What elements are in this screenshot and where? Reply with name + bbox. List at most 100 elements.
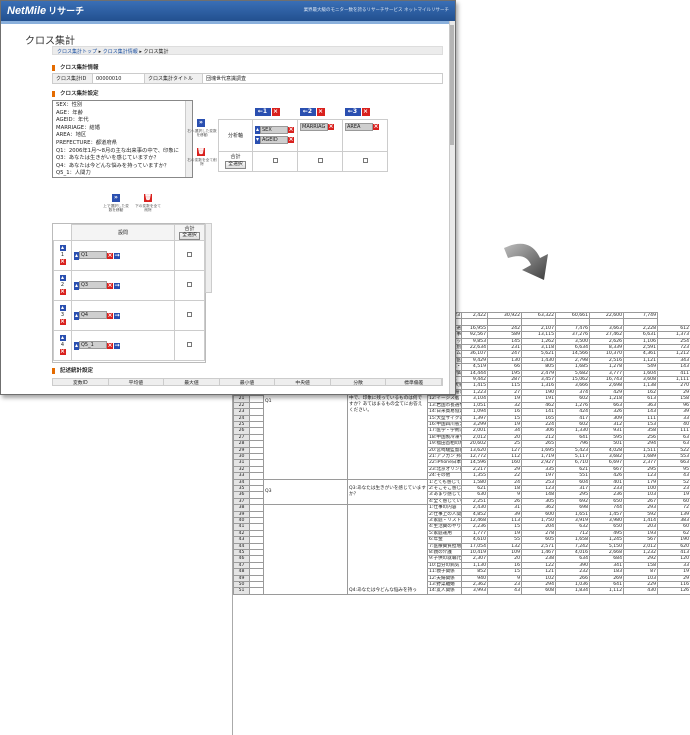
remove-question-icon[interactable]: × xyxy=(59,258,66,265)
up-icon[interactable]: ▴ xyxy=(59,274,66,281)
variable-option[interactable]: AGE：年齢 xyxy=(56,109,83,116)
scrollbar-thumb[interactable] xyxy=(450,25,454,145)
remove-axis-2-icon[interactable]: × xyxy=(316,107,325,116)
up-icon[interactable]: ▴ xyxy=(74,251,79,260)
remove-var-icon[interactable]: × xyxy=(288,136,294,143)
variable-option[interactable]: Q1：2006年1月〜8月の主な出来事の中で、印象に xyxy=(56,147,179,154)
question-total-checkbox[interactable] xyxy=(187,252,192,257)
question-select[interactable]: Q3 xyxy=(79,281,107,290)
remove-var-icon[interactable]: × xyxy=(107,251,113,259)
up-icon[interactable]: ▴ xyxy=(59,334,66,341)
question-total-checkbox[interactable] xyxy=(187,282,192,287)
question-row: ▴3×▴Q4×→ xyxy=(53,300,205,331)
up-icon[interactable]: ▴ xyxy=(59,304,66,311)
question-scrollbar[interactable] xyxy=(205,223,212,293)
section-crosstab-info: クロス集計情報 xyxy=(52,65,99,71)
variable-option[interactable]: SEX：性別 xyxy=(56,102,83,108)
select-all-button[interactable]: 全選択 xyxy=(179,231,200,240)
variable-option[interactable]: AREA：地区 xyxy=(56,132,87,139)
axis-1-total-checkbox[interactable] xyxy=(272,157,278,163)
remove-var-icon[interactable]: × xyxy=(107,281,113,289)
up-icon[interactable]: ▴ xyxy=(74,311,79,320)
question-number: 4 xyxy=(60,342,65,348)
axis-1-var-1[interactable]: SEX xyxy=(260,125,288,134)
arrow-right-icon[interactable]: → xyxy=(114,281,120,289)
question-total-checkbox[interactable] xyxy=(187,312,192,317)
axis-3-total-checkbox[interactable] xyxy=(362,157,368,163)
variable-option[interactable]: PREFECTURE：都道府県 xyxy=(56,139,117,146)
title-value: 団塊世代意識調査 xyxy=(202,73,443,84)
remove-question-icon[interactable]: × xyxy=(59,288,66,295)
info-table: クロス集計ID 00000010 クロス集計タイトル 団塊世代意識調査 xyxy=(52,73,443,84)
select-all-button[interactable]: 全選択 xyxy=(225,160,246,169)
question-select[interactable]: Q4 xyxy=(79,311,107,320)
arrow-right-icon[interactable]: → xyxy=(114,251,120,259)
question-select[interactable]: Q5_1 xyxy=(79,341,107,350)
q3-text: Q3:あなたは生きがいを感じていますか？ xyxy=(347,478,428,506)
value-cell: 430 xyxy=(623,587,658,595)
trash-icon[interactable]: 🗑 xyxy=(197,148,205,156)
up-icon[interactable]: ▴ xyxy=(74,341,79,350)
remove-var-icon[interactable]: × xyxy=(107,341,113,349)
window-scrollbar[interactable] xyxy=(449,21,455,394)
listbox-scrollbar[interactable] xyxy=(185,101,192,177)
item-label: 17:医学・学術内閣改造 xyxy=(427,427,462,435)
axis-2-var-1[interactable]: MARRIAG xyxy=(300,122,328,131)
stats-column-header: 標準偏差 xyxy=(386,379,443,386)
item-label: 4:生活費のやりくり xyxy=(427,523,462,531)
axis-1-var-2[interactable]: AGEID xyxy=(260,135,288,144)
remove-axis-3-icon[interactable]: × xyxy=(361,107,370,116)
remove-var-icon[interactable]: × xyxy=(107,311,113,319)
question-total-checkbox[interactable] xyxy=(187,342,192,347)
item-label: 9:子供の就職(仕事) xyxy=(427,555,462,563)
up-icon[interactable]: ▴ xyxy=(255,126,260,134)
trash-icon[interactable]: 🗑 xyxy=(144,194,152,202)
question-table: 設問 合計 全選択 ▴1×▴Q1×→▴2×▴Q3×→▴3×▴Q4×→▴4×▴Q5… xyxy=(52,223,206,363)
value-cell: 126 xyxy=(657,587,690,595)
variable-option[interactable]: AGEID：年代 xyxy=(56,117,89,124)
move-down-icon[interactable]: » xyxy=(112,194,120,202)
remove-var-icon[interactable]: × xyxy=(373,123,379,130)
axis-label: 分析軸 xyxy=(218,118,253,152)
move-right-icon[interactable]: » xyxy=(197,119,205,127)
breadcrumb-crosstab-top[interactable]: クロス集計トップ xyxy=(57,49,98,55)
down-icon[interactable]: ▾ xyxy=(255,136,260,144)
stats-column-header: 最小値 xyxy=(220,379,276,386)
total-label: 合計 xyxy=(184,225,195,232)
axis-number-3-icon[interactable]: ←3 xyxy=(344,107,361,116)
breadcrumb-crosstab-info[interactable]: クロス集計情報 xyxy=(102,49,138,55)
axis-3-var-1[interactable]: AREA xyxy=(345,122,373,131)
remove-question-icon[interactable]: × xyxy=(59,348,66,355)
question-select[interactable]: Q1 xyxy=(79,251,107,260)
stats-column-header: 平均値 xyxy=(109,379,165,386)
axis-2-total-checkbox[interactable] xyxy=(317,157,323,163)
remove-question-icon[interactable]: × xyxy=(59,318,66,325)
axis-2-cell: MARRIAG× xyxy=(297,118,343,152)
up-icon[interactable]: ▴ xyxy=(59,244,66,251)
item-label: 13:岩国市長選挙 xyxy=(427,401,462,410)
item-label: 23:北京オリンピック・北京パラリン xyxy=(427,465,462,474)
question-header: 設問 xyxy=(71,224,175,241)
add-axis-caption: 右へ選択した変数を移動 xyxy=(187,129,217,138)
item-label: 14:日米貿易協定の改定 xyxy=(427,408,462,416)
question-row: ▴1×▴Q1×→ xyxy=(53,240,205,271)
section-crosstab-settings: クロス集計設定 xyxy=(52,91,99,97)
axis-number-1-icon[interactable]: ←1 xyxy=(254,107,271,116)
stats-column-header: 最大値 xyxy=(164,379,220,386)
item-label: 20:宮崎駿監督新作映画公開 xyxy=(427,446,462,454)
remove-var-icon[interactable]: × xyxy=(288,126,294,133)
variable-option[interactable]: Q5_1：人間力 xyxy=(56,170,91,177)
remove-var-icon[interactable]: × xyxy=(328,123,334,130)
item-label: 19:福田首相の辞任表明 xyxy=(427,440,462,448)
remove-axis-1-icon[interactable]: × xyxy=(271,107,280,116)
axis-number-2-icon[interactable]: ←2 xyxy=(299,107,316,116)
variable-option[interactable]: Q3：あなたは生きがいを感じていますか？ xyxy=(56,155,159,162)
variable-option[interactable]: MARRIAGE：結婚 xyxy=(56,124,100,131)
arrow-right-icon[interactable]: → xyxy=(114,311,120,319)
variable-option[interactable]: Q4：あなたは今どんな悩みを持っていますか？ xyxy=(56,162,170,169)
remove-axis-caption: 右の変数を全て削除 xyxy=(187,158,217,167)
up-icon[interactable]: ▴ xyxy=(74,281,79,290)
arrow-right-icon[interactable]: → xyxy=(114,341,120,349)
